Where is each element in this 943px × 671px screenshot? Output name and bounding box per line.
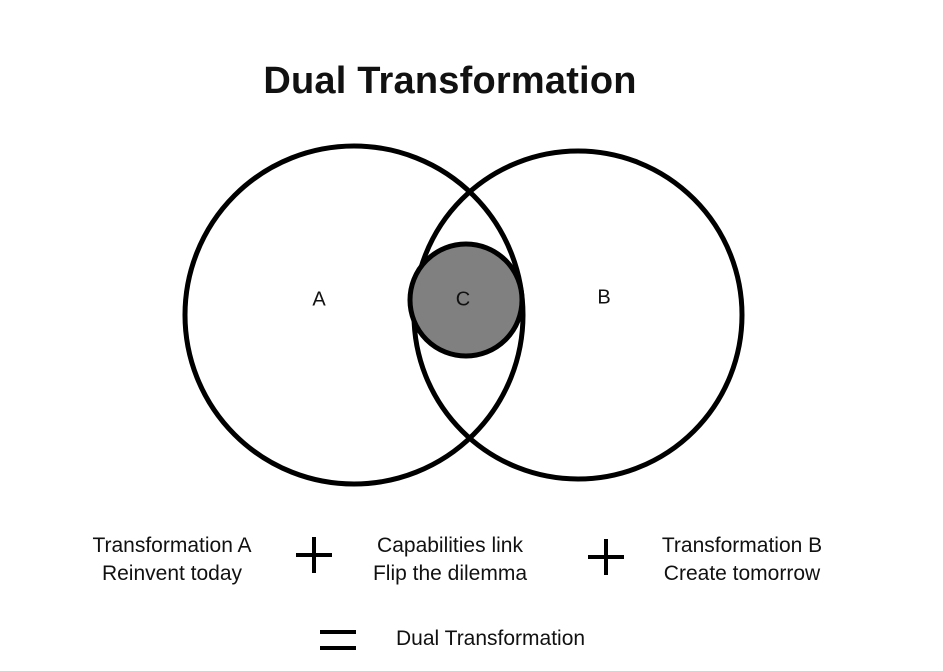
plus-icon — [588, 539, 624, 575]
circle-b-label: B — [597, 286, 610, 308]
caption-capabilities-link-line1: Capabilities link — [377, 534, 523, 557]
caption-transformation-a-line1: Transformation A — [92, 534, 252, 557]
circle-a-label: A — [312, 288, 326, 310]
caption-transformation-a: Transformation A Reinvent today — [72, 532, 272, 588]
caption-transformation-b: Transformation B Create tomorrow — [642, 532, 842, 588]
circle-a — [182, 143, 526, 487]
caption-transformation-b-line2: Create tomorrow — [663, 562, 821, 585]
circle-c-label: C — [456, 288, 470, 310]
caption-capabilities-link: Capabilities link Flip the dilemma — [350, 532, 550, 588]
equals-icon — [320, 630, 356, 650]
result-dual-transformation: Dual Transformation — [396, 627, 586, 650]
caption-capabilities-link-line2: Flip the dilemma — [372, 562, 528, 585]
caption-transformation-b-line1: Transformation B — [661, 534, 823, 557]
circle-c — [407, 241, 525, 359]
diagram-title: Dual Transformation — [263, 60, 637, 102]
plus-icon — [296, 537, 332, 573]
caption-transformation-a-line2: Reinvent today — [101, 562, 243, 585]
